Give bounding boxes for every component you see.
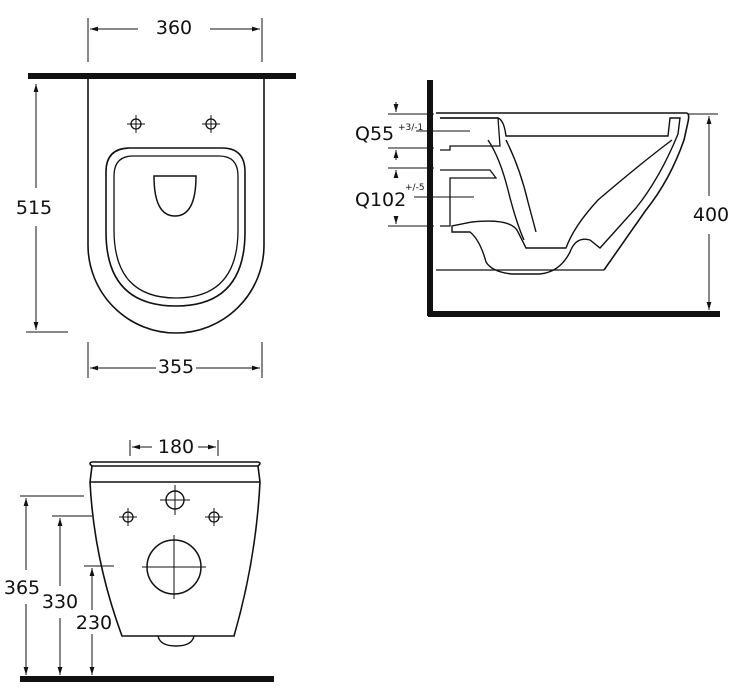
rear-bottom-lip [157,635,195,647]
side-trap [487,139,537,241]
side-bowl-inner [440,117,681,275]
side-outlet-stub [440,117,501,151]
top-view: 360 515 355 [16,17,296,378]
rear-height-330: 330 [42,591,78,613]
top-length-label: 515 [16,197,52,219]
side-view: Q55 +3/-1 Q102 +/-5 400 [355,80,729,317]
top-drain-opening [153,175,197,217]
outlet-label: Q55 [355,123,394,145]
top-bowl-outline [87,78,265,334]
rear-hole-left-icon [119,508,137,526]
outlet-tolerance: +3/-1 [398,123,423,133]
rear-width-label: 180 [158,436,194,458]
top-seat-outer [105,147,246,307]
fixing-hole-left-icon [127,115,145,133]
side-bowl-outer [436,112,690,271]
fixing-hole-right-icon [202,115,220,133]
side-height-label: 400 [693,204,729,226]
rear-hole-right-icon [205,508,223,526]
top-seat-inner [113,155,239,299]
inlet-label: Q102 [355,189,406,211]
rear-top-hole-icon [160,485,190,515]
bottom-width-label: 355 [158,356,194,378]
top-width-label: 360 [156,17,192,39]
rear-outlet-circle-icon [142,535,206,599]
rear-view: 180 365 330 230 [4,436,274,682]
side-inlet-stub [440,169,498,227]
rear-height-365: 365 [4,577,40,599]
rear-height-230: 230 [76,612,112,634]
inlet-tolerance: +/-5 [405,183,425,193]
rear-body-outline [89,461,261,637]
